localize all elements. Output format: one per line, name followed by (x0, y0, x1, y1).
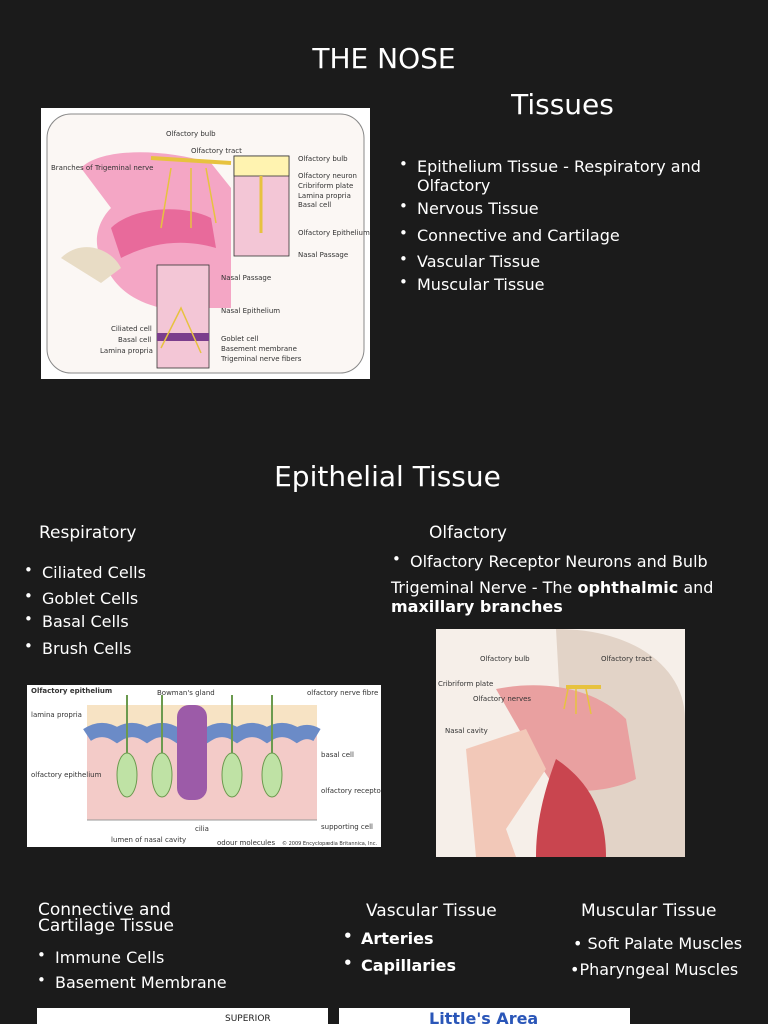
label-lamina-propria: lamina propria (31, 711, 82, 719)
label-trigeminal: Branches of Trigeminal nerve (51, 164, 153, 172)
list-item: Vascular Tissue (399, 250, 739, 271)
label-nerve-fibre: olfactory nerve fibre (307, 689, 378, 697)
label-littles-area: Little's Area (429, 1009, 538, 1024)
list-item: Epithelium Tissue - Respiratory and Olfa… (399, 155, 739, 195)
label-supporting-cell: supporting cell (321, 823, 373, 831)
list-item: Immune Cells (37, 946, 297, 967)
muscular-heading: Muscular Tissue (581, 901, 717, 921)
trigeminal-text-start: Trigeminal Nerve - The (391, 578, 578, 597)
tissues-heading: Tissues (511, 88, 614, 121)
label-lamina: Lamina propria (298, 192, 351, 200)
label-head-olfactory-bulb: Olfactory bulb (480, 655, 530, 663)
label-basal-cell: basal cell (321, 751, 354, 759)
epi-title: Olfactory epithelium (31, 687, 112, 695)
epithelial-heading: Epithelial Tissue (274, 460, 501, 493)
vascular-heading: Vascular Tissue (366, 901, 497, 921)
list-item: Ciliated Cells (24, 561, 344, 582)
label-basal-cell: Basal cell (118, 336, 151, 344)
label-head-nasal-cavity: Nasal cavity (445, 727, 488, 735)
label-superior: SUPERIOR (225, 1014, 271, 1024)
label-olf-epi: Olfactory Epithelium (298, 229, 370, 237)
nose-cross-section-image: Olfactory bulb Olfactory tract Branches … (41, 108, 370, 379)
vascular-list: Arteries Capillaries (343, 927, 543, 975)
list-item: Goblet Cells (24, 587, 344, 608)
head-sagittal-image: Olfactory bulb Olfactory tract Cribrifor… (436, 629, 685, 857)
maxillary-bold: maxillary branches (391, 597, 563, 617)
list-item: Connective and Cartilage (399, 224, 739, 245)
tissues-list: Epithelium Tissue - Respiratory and Olfa… (399, 155, 739, 294)
respiratory-list: Ciliated Cells Goblet Cells Basal Cells … (24, 561, 344, 658)
label-olfactory-bulb-r: Olfactory bulb (298, 155, 348, 163)
connective-list: Immune Cells Basement Membrane (37, 946, 297, 992)
muscular-line-2: •Pharyngeal Muscles (570, 960, 739, 979)
label-head-olfactory-tract: Olfactory tract (601, 655, 652, 663)
label-nasal-passage-r: Nasal Passage (298, 251, 348, 259)
connective-heading: Connective and Cartilage Tissue (38, 900, 174, 936)
label-olfactory-epithelium: olfactory epithelium (31, 771, 102, 779)
list-item: Basal Cells (24, 610, 344, 631)
list-item: Arteries (343, 927, 543, 948)
olfactory-heading: Olfactory (429, 523, 507, 543)
label-basement: Basement membrane (221, 345, 297, 353)
label-copyright: © 2009 Encyclopædia Britannica, Inc. (282, 840, 377, 847)
ophthalmic-bold: ophthalmic (577, 578, 679, 597)
muscular-line-1: • Soft Palate Muscles (573, 934, 743, 953)
label-head-cribriform: Cribriform plate (438, 680, 493, 688)
label-olfactory-tract: Olfactory tract (191, 147, 242, 155)
trigeminal-text-and: and (678, 578, 714, 597)
littles-area-image: Little's Area (339, 1008, 630, 1024)
superior-image: SUPERIOR (37, 1008, 328, 1024)
label-head-olfactory-nerves: Olfactory nerves (473, 695, 531, 703)
list-item: Nervous Tissue (399, 197, 739, 218)
label-lamina-propria: Lamina propria (100, 347, 153, 355)
label-olfactory-bulb: Olfactory bulb (166, 130, 216, 138)
label-ciliated-cell: Ciliated cell (111, 325, 152, 333)
label-basal: Basal cell (298, 201, 331, 209)
label-receptor-cell: olfactory receptor cell (321, 787, 381, 795)
list-item: Muscular Tissue (399, 273, 739, 294)
label-cribriform: Cribriform plate (298, 182, 353, 190)
list-item: Basement Membrane (37, 971, 297, 992)
page-title: THE NOSE (312, 42, 456, 75)
list-item: Brush Cells (24, 637, 344, 658)
respiratory-heading: Respiratory (39, 523, 137, 543)
label-goblet: Goblet cell (221, 335, 258, 343)
list-item: Olfactory Receptor Neurons and Bulb (392, 550, 762, 571)
label-cilia: cilia (195, 825, 209, 833)
label-nasal-epithelium: Nasal Epithelium (221, 307, 280, 315)
list-item: Capillaries (343, 954, 543, 975)
label-bowmans-gland: Bowman's gland (157, 689, 215, 697)
label-trigeminal-fibers: Trigeminal nerve fibers (220, 355, 302, 363)
olfactory-epithelium-image: Olfactory epithelium Bowman's gland olfa… (27, 685, 381, 847)
label-lumen: lumen of nasal cavity (111, 836, 186, 844)
label-odour: odour molecules (217, 839, 275, 847)
olfactory-list: Olfactory Receptor Neurons and Bulb (392, 550, 762, 571)
trigeminal-text: Trigeminal Nerve - The ophthalmic and ma… (391, 578, 751, 616)
label-nasal-passage: Nasal Passage (221, 274, 271, 282)
label-olfactory-neuron: Olfactory neuron (298, 172, 357, 180)
